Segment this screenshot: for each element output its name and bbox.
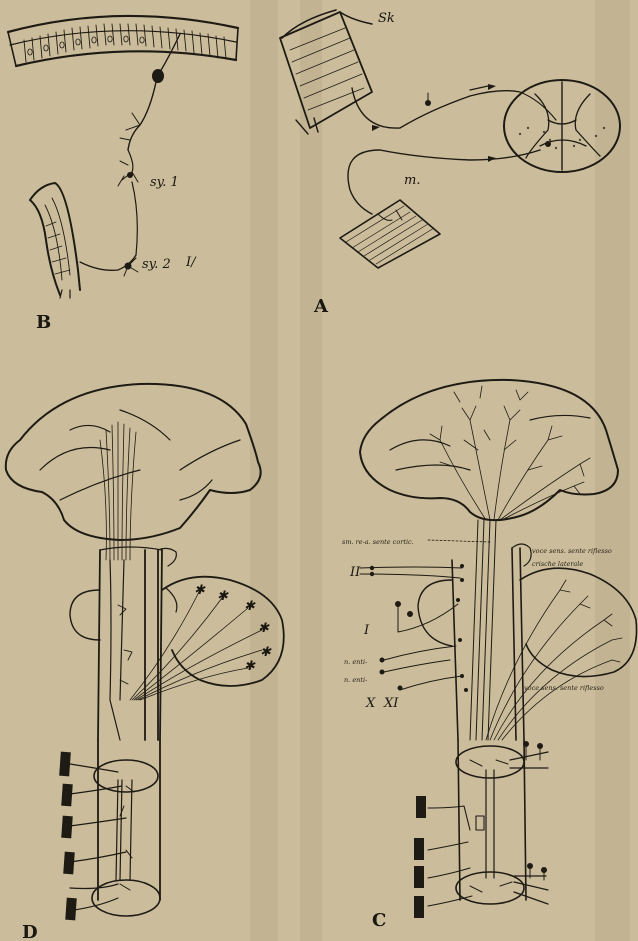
label-roman-ii: II xyxy=(349,565,361,580)
svg-text:✱: ✱ xyxy=(244,659,256,674)
label-sensory-upper: voce sens. sente riflesso xyxy=(532,547,612,555)
label-m: m. xyxy=(404,173,420,188)
label-roman-x: X xyxy=(365,696,376,711)
panel-label-d: D xyxy=(22,922,38,941)
label-sy1: sy. 1 xyxy=(150,175,179,190)
label-cortical-via: sm. re-a. sente cortic. xyxy=(342,538,414,546)
label-sy2: sy. 2 xyxy=(142,257,171,272)
svg-text:✱: ✱ xyxy=(258,621,270,636)
panel-label-c: C xyxy=(372,910,386,931)
label-cerebellar-via: voce sens. sente riflesso xyxy=(524,684,604,692)
label-roman-xi: XI xyxy=(383,696,399,711)
label-nerve-b: n. enti- xyxy=(344,676,367,684)
label-sensory-layer: crische laterale xyxy=(532,560,583,568)
svg-text:✱: ✱ xyxy=(217,589,229,604)
label-nerve-a: n. enti- xyxy=(344,658,367,666)
svg-text:✱: ✱ xyxy=(194,583,206,598)
label-roman-i: I xyxy=(363,623,370,638)
svg-text:✱: ✱ xyxy=(260,645,272,660)
svg-text:✱: ✱ xyxy=(244,599,256,614)
label-sk: Sk xyxy=(378,11,395,26)
panel-label-b: B xyxy=(36,312,51,333)
panel-label-a: A xyxy=(313,296,329,317)
label-sy2-mark: I/ xyxy=(185,255,197,270)
